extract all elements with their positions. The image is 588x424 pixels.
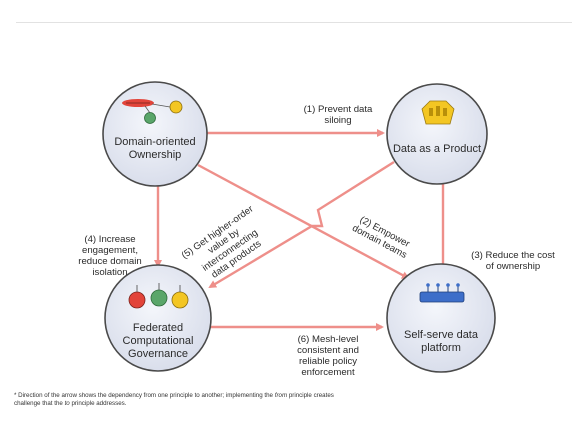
- node-platform-label: Self-serve data platform: [391, 329, 491, 355]
- edge-3-label-line2: of ownership: [485, 261, 541, 272]
- node-governance-label: Federated Computational Governance: [108, 322, 208, 361]
- node-governance-label-line3: Governance: [128, 348, 188, 360]
- edge-1-label-line1: (1) Prevent data: [303, 104, 373, 115]
- edge-6-label-line3: reliable policy: [298, 356, 358, 367]
- node-governance-circle: [104, 264, 212, 372]
- node-platform-label-line1: Self-serve data: [404, 329, 478, 341]
- self-serve-platform-icon: [419, 283, 465, 303]
- footnote-part4: principle addresses.: [69, 400, 127, 407]
- edge-3-label: (3) Reduce the cost of ownership: [448, 250, 578, 272]
- node-governance-label-line1: Federated: [132, 322, 184, 334]
- node-domain-label-line2: Ownership: [128, 149, 182, 161]
- node-domain-circle: [102, 81, 208, 187]
- node-platform-label-line2: platform: [421, 342, 461, 354]
- edge-4-label-line4: isolation: [92, 267, 128, 278]
- top-divider: [16, 22, 572, 23]
- edge-1-label-line2: siloing: [324, 115, 352, 126]
- arrow-5-product-to-governance: [208, 160, 395, 289]
- node-platform-circle: [386, 263, 496, 373]
- edge-4-label-line3: reduce domain: [78, 256, 142, 267]
- node-governance-label-line2: Computational: [122, 335, 194, 347]
- edge-4-label: (4) Increase engagement, reduce domain i…: [64, 234, 156, 278]
- edge-4-label-line1: (4) Increase: [84, 234, 136, 245]
- footnote-to-word: to: [64, 400, 70, 407]
- arrow-2-domain-to-platform: [197, 163, 410, 280]
- edge-1-label: (1) Prevent data siloing: [278, 104, 398, 126]
- footnote-part3: challenge that the: [14, 400, 65, 407]
- governance-policies-icon: [128, 283, 189, 309]
- data-product-box-icon: [421, 100, 455, 125]
- footnote: * Direction of the arrow shows the depen…: [14, 392, 574, 408]
- footnote-from-word: from: [274, 392, 288, 399]
- node-domain-label: Domain-oriented Ownership: [105, 136, 205, 162]
- edge-6-label-line2: consistent and: [297, 345, 359, 356]
- domain-illustration-icon: [122, 99, 183, 124]
- edge-6-label-line4: enforcement: [301, 367, 355, 378]
- edge-6-label: (6) Mesh-level consistent and reliable p…: [278, 334, 378, 378]
- node-domain-label-line1: Domain-oriented: [114, 136, 196, 148]
- edge-4-label-line2: engagement,: [81, 245, 138, 256]
- footnote-part2: principle creates: [287, 392, 334, 399]
- edge-6-label-line1: (6) Mesh-level: [297, 334, 359, 345]
- footnote-part1: * Direction of the arrow shows the depen…: [14, 392, 275, 399]
- node-product-label: Data as a Product: [387, 143, 487, 156]
- edge-3-label-line1: (3) Reduce the cost: [471, 250, 555, 261]
- node-product-circle: [386, 83, 488, 185]
- node-product-label-text: Data as a Product: [392, 143, 482, 155]
